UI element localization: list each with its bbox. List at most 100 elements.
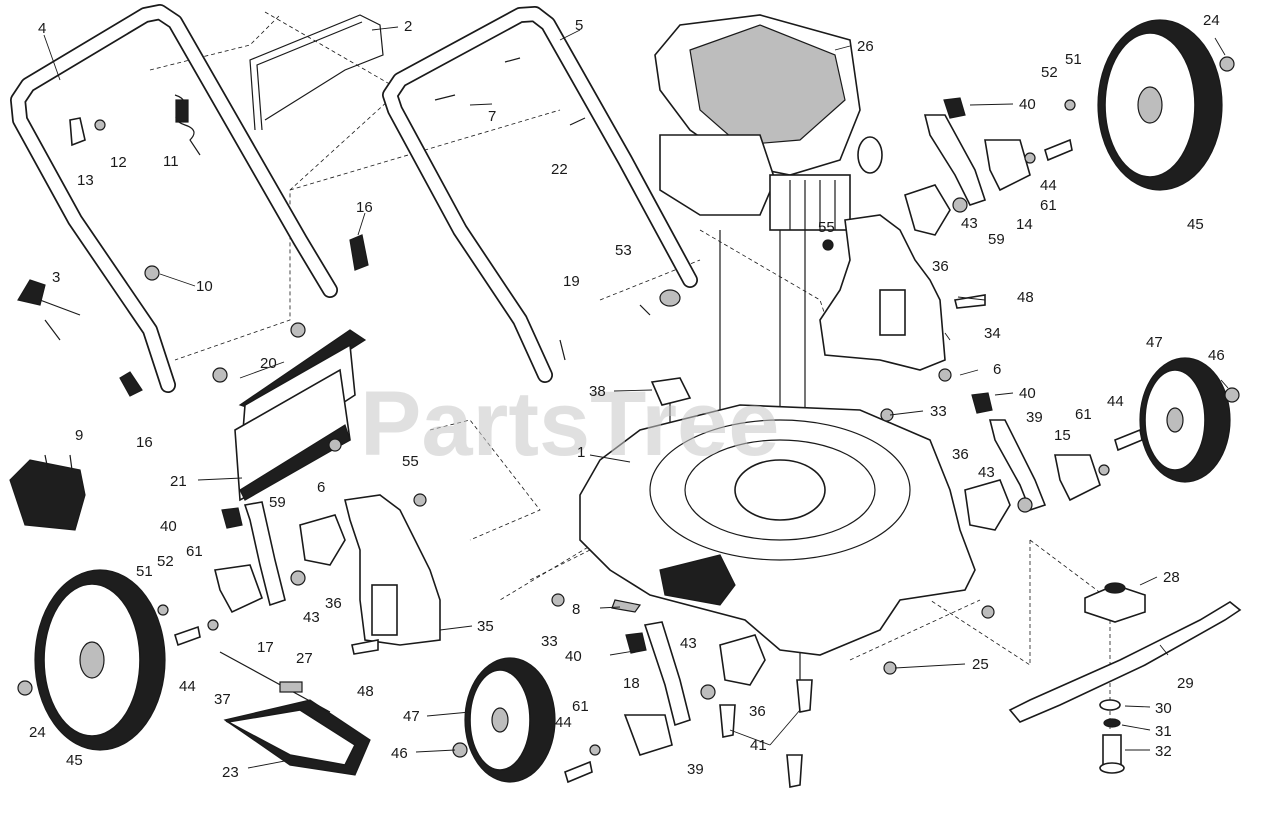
callout-46b: 46 <box>391 745 408 762</box>
wheel-bracket-35 <box>344 494 441 646</box>
callout-4: 4 <box>38 20 46 37</box>
callout-17: 17 <box>257 639 274 656</box>
callout-40a: 40 <box>1019 96 1036 113</box>
callout-38: 38 <box>589 383 606 400</box>
callout-30: 30 <box>1155 700 1172 717</box>
callout-14: 14 <box>1016 216 1033 233</box>
callout-20: 20 <box>260 355 277 372</box>
callout-15: 15 <box>1054 427 1071 444</box>
callout-45b: 45 <box>66 752 83 769</box>
callout-61b: 61 <box>1075 406 1092 423</box>
callout-16b: 16 <box>136 434 153 451</box>
callout-29: 29 <box>1177 675 1194 692</box>
callout-13: 13 <box>77 172 94 189</box>
callout-27: 27 <box>296 650 313 667</box>
callout-31: 31 <box>1155 723 1172 740</box>
rear-shield <box>219 651 371 776</box>
bolts <box>174 138 1143 788</box>
watermark: PartsTree <box>360 373 779 475</box>
lever-caps <box>221 97 993 654</box>
upper-handle-right <box>382 6 698 383</box>
callout-6b: 6 <box>993 361 1001 378</box>
callout-24a: 24 <box>1203 12 1220 29</box>
callout-25: 25 <box>972 656 989 673</box>
callout-9: 9 <box>75 427 83 444</box>
control-bail <box>249 14 384 131</box>
wheel-47-right <box>1139 357 1231 483</box>
callout-61d: 61 <box>572 698 589 715</box>
washer-10 <box>144 265 160 281</box>
callout-47b: 47 <box>403 708 420 725</box>
callout-36c: 36 <box>325 595 342 612</box>
callout-44a: 44 <box>1040 177 1057 194</box>
hand-grip-9 <box>9 454 86 531</box>
callout-23: 23 <box>222 764 239 781</box>
callout-7: 7 <box>488 108 496 125</box>
callout-3: 3 <box>52 269 60 286</box>
callout-39b: 39 <box>687 761 704 778</box>
callout-2: 2 <box>404 18 412 35</box>
engine <box>654 14 883 231</box>
wheel-45-right <box>1097 19 1223 191</box>
mower-deck <box>579 404 976 656</box>
callout-12: 12 <box>110 154 127 171</box>
callout-61a: 61 <box>1040 197 1057 214</box>
handle-knob-16 <box>119 234 369 397</box>
callout-41: 41 <box>750 737 767 754</box>
callout-34: 34 <box>984 325 1001 342</box>
wheel-bracket-34 <box>819 214 946 371</box>
callout-48b: 48 <box>357 683 374 700</box>
callout-52a: 52 <box>1041 64 1058 81</box>
callout-16a: 16 <box>356 199 373 216</box>
callout-43b: 43 <box>978 464 995 481</box>
callout-47a: 47 <box>1146 334 1163 351</box>
small-pieces <box>611 377 692 613</box>
callout-11: 11 <box>163 153 179 170</box>
wheel-47-left <box>464 657 556 783</box>
callout-59a: 59 <box>988 231 1005 248</box>
callout-35: 35 <box>477 618 494 635</box>
wheel-nuts <box>17 56 1240 758</box>
callout-43c: 43 <box>303 609 320 626</box>
callout-10: 10 <box>196 278 213 295</box>
wheel-45-left <box>34 569 166 751</box>
callout-55b: 55 <box>402 453 419 470</box>
callout-39a: 39 <box>1026 409 1043 426</box>
height-levers <box>243 114 1047 727</box>
callout-40d: 40 <box>565 648 582 665</box>
callout-26: 26 <box>857 38 874 55</box>
callout-44c: 44 <box>179 678 196 695</box>
handle-mount-bracket <box>212 322 367 502</box>
spring <box>174 94 201 156</box>
callout-32: 32 <box>1155 743 1172 760</box>
callout-22: 22 <box>551 161 568 178</box>
callout-28: 28 <box>1163 569 1180 586</box>
callout-59b: 59 <box>269 494 286 511</box>
small-bolts <box>434 57 681 361</box>
callout-51a: 51 <box>1065 51 1082 68</box>
callout-45a: 45 <box>1187 216 1204 233</box>
handle-knob-left <box>17 279 81 341</box>
callout-labels: 1 2 3 4 5 6 6 7 8 9 10 11 12 13 14 15 16… <box>29 12 1225 781</box>
callout-43a: 43 <box>961 215 978 232</box>
callout-43d: 43 <box>680 635 697 652</box>
hardware-12-13 <box>69 117 106 147</box>
callout-24b: 24 <box>29 724 46 741</box>
callout-44d: 44 <box>555 714 572 731</box>
callout-36a: 36 <box>932 258 949 275</box>
callout-5: 5 <box>575 17 583 34</box>
callout-52b: 52 <box>157 553 174 570</box>
callout-46a: 46 <box>1208 347 1225 364</box>
callout-55a: 55 <box>818 219 835 236</box>
callout-61c: 61 <box>186 543 203 560</box>
callout-36b: 36 <box>952 446 969 463</box>
callout-36d: 36 <box>749 703 766 720</box>
washers-nuts <box>157 99 1110 756</box>
callout-33a: 33 <box>930 403 947 420</box>
upper-handle-left <box>10 4 338 393</box>
leader-lines <box>43 26 1229 769</box>
axle-plates <box>214 139 1101 756</box>
callout-40c: 40 <box>160 518 177 535</box>
callout-21: 21 <box>170 473 187 490</box>
